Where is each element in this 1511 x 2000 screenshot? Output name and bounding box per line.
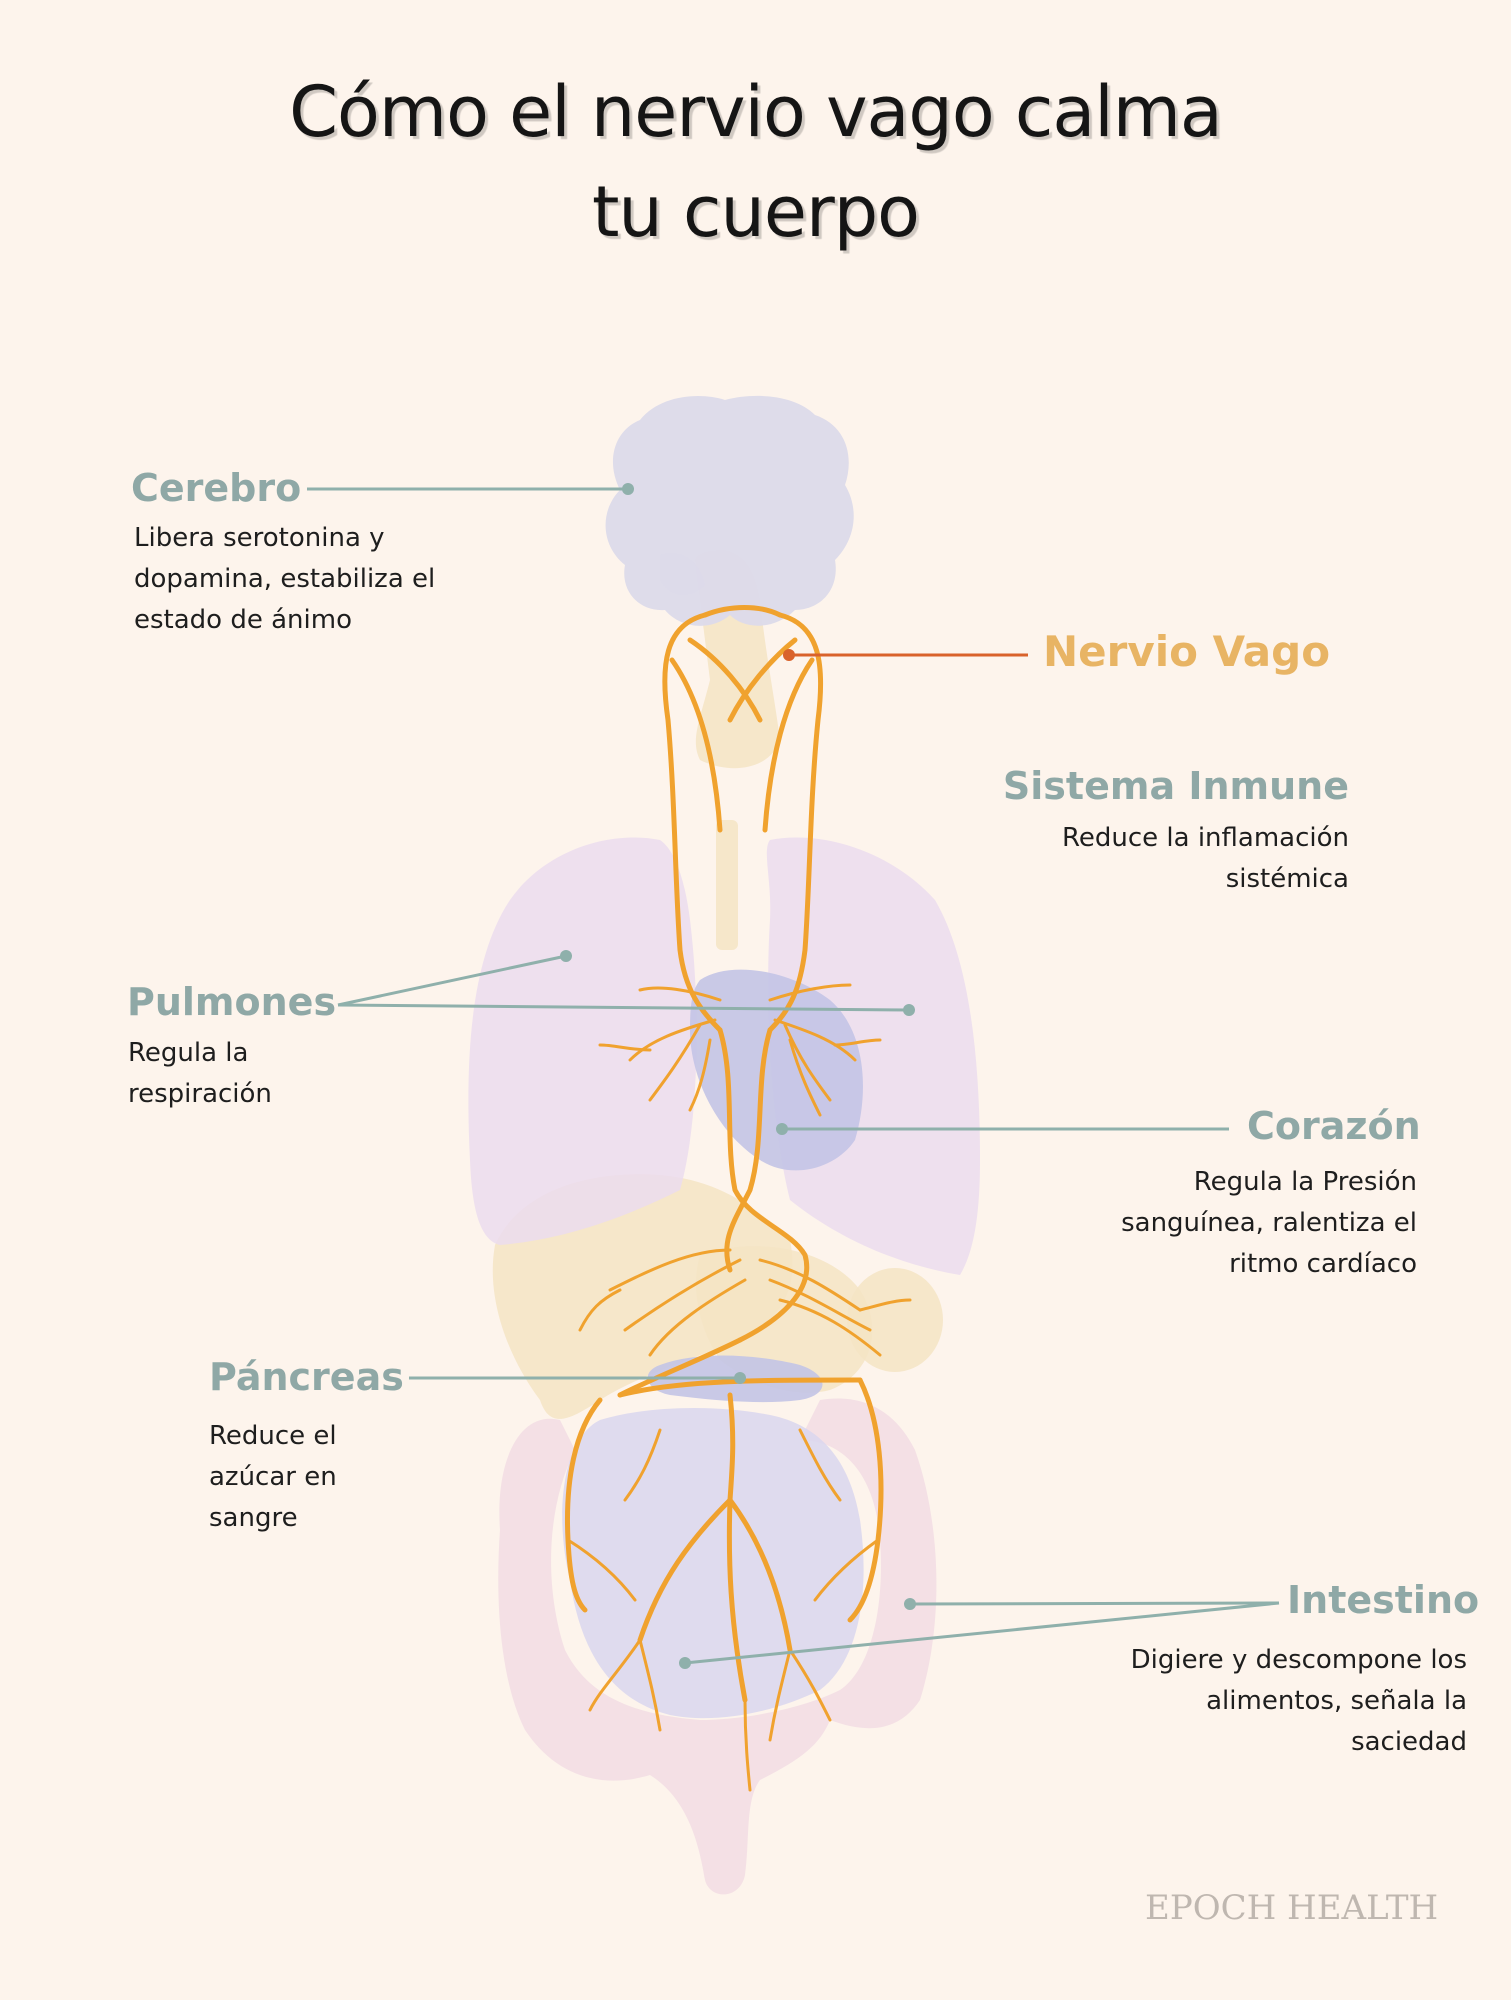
heart-shape [690,969,863,1171]
pulmones-label: Pulmones [127,980,337,1024]
cerebro-label: Cerebro [131,466,302,510]
corazon-description: Regula la Presión sanguínea, ralentiza e… [1121,1162,1417,1285]
sistema-inmune-desc-line-1: Reduce la inflamación [1061,823,1349,853]
intestino-label: Intestino [1287,1578,1480,1622]
intestino-desc-line-3: saciedad [1351,1727,1467,1757]
pancreas-desc-line-2: azúcar en [209,1462,337,1492]
intestino-description: Digiere y descompone los alimentos, seña… [1131,1640,1467,1763]
sistema-inmune-label: Sistema Inmune [1002,764,1349,808]
brain-shape [605,395,854,626]
corazon-desc-line-3: ritmo cardíaco [1229,1249,1417,1279]
pulmones-pointer-line-2 [337,1003,910,1012]
corazon-desc-line-1: Regula la Presión [1193,1167,1417,1197]
liver-shape [492,1174,793,1419]
intestino-desc-line-2: alimentos, señala la [1206,1686,1467,1716]
organs [468,395,980,1895]
title-line-1: Cómo el nervio vago calma [289,71,1223,153]
pancreas-description: Reduce el azúcar en sangre [209,1416,337,1539]
cerebro-desc-line-2: dopamina, estabiliza el [134,564,436,594]
corazon-label: Corazón [1247,1104,1421,1148]
intestino-pointer-line-2 [684,1601,1280,1665]
nervio-vago-pointer [783,649,1028,661]
epoch-health-logo: EPOCH HEALTH [1145,1888,1439,1928]
vagus-nerve [565,605,912,1792]
leader-lines [307,483,1280,1669]
nervio-vago-pointer-dot [783,649,795,661]
trachea-shape [716,820,738,950]
pulmones-pointer-dot-2 [903,1004,915,1016]
pulmones-description: Regula la respiración [128,1033,272,1115]
left-lung-shape [468,837,697,1245]
corazon-desc-line-2: sanguínea, ralentiza el [1121,1208,1417,1238]
pancreas-pointer-dot [734,1372,746,1384]
colon-shape [498,1398,937,1895]
pancreas-label: Páncreas [209,1355,404,1399]
intestino-desc-line-1: Digiere y descompone los [1130,1645,1467,1675]
intestino-pointer-dot-2 [679,1657,691,1669]
pulmones-pointer-dot-1 [560,950,572,962]
cerebro-pointer-dot [622,483,634,495]
page-title: Cómo el nervio vago calma tu cuerpo [0,62,1511,262]
intestino-pointer-line-1 [909,1601,1280,1606]
pancreas-desc-line-3: sangre [209,1503,298,1533]
sistema-inmune-description: Reduce la inflamación sistémica [1062,818,1349,900]
cerebro-desc-line-1: Libera serotonina y [134,523,385,553]
brain-lower-shape [660,553,705,596]
pulmones-desc-line-2: respiración [128,1079,272,1109]
intestine-shape [562,1408,864,1719]
pulmones-desc-line-1: Regula la [128,1038,249,1068]
pancreas-desc-line-1: Reduce el [209,1421,337,1451]
intestino-pointer-dot-1 [904,1598,916,1610]
nervio-vago-label: Nervio Vago [1043,627,1331,676]
title-line-2: tu cuerpo [591,171,920,253]
sistema-inmune-desc-line-2: sistémica [1225,864,1349,894]
cerebro-desc-line-3: estado de ánimo [134,605,352,635]
pulmones-pointer-line-1 [337,954,567,1007]
corazon-pointer-dot [776,1123,788,1135]
cerebro-description: Libera serotonina y dopamina, estabiliza… [134,518,435,641]
